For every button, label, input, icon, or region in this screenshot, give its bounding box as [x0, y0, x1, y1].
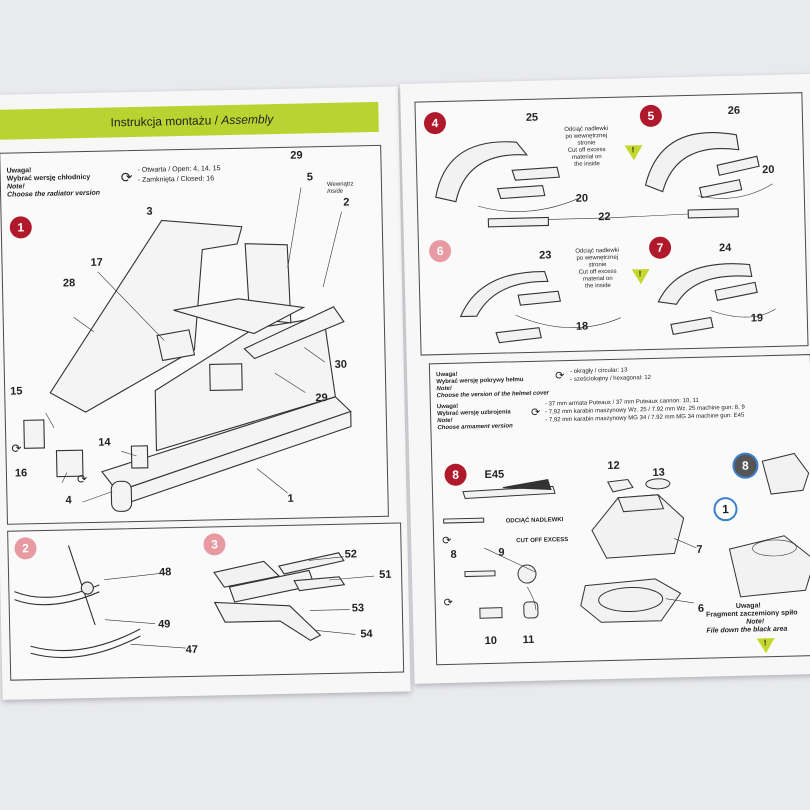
label-25: 25: [525, 111, 539, 124]
rotate-icon-3: ⟳: [76, 472, 88, 487]
cut-note-a-en3: the inside: [574, 161, 600, 168]
cut-pl: ODCIĄĆ NADLEWKI: [505, 517, 564, 525]
label-10: 10: [484, 634, 498, 648]
label-24: 24: [718, 241, 732, 255]
label-23: 23: [539, 249, 552, 262]
label-54: 54: [360, 628, 373, 641]
label-52: 52: [344, 548, 358, 561]
cut-en: CUT OFF EXCESS: [516, 537, 569, 545]
label-20-left: 20: [575, 192, 589, 205]
cut-note-b: Odciąć nadlewki po wewnętrznej stronie C…: [567, 248, 628, 291]
label-48: 48: [158, 566, 172, 579]
label-20-right: 20: [762, 163, 775, 177]
turret-diagram: [443, 452, 810, 623]
label-17: 17: [90, 256, 103, 269]
label-2: 2: [343, 196, 350, 209]
right-page: 4 5 6 7: [400, 73, 810, 684]
label-7: 7: [696, 543, 703, 556]
label-1: 1: [287, 492, 294, 505]
label-29-top: 29: [290, 149, 303, 162]
rotate-icon-8b: ⟳: [443, 596, 454, 610]
label-19: 19: [750, 312, 764, 325]
label-4: 4: [65, 494, 72, 507]
label-47: 47: [185, 643, 199, 657]
cut-note-a: Odciąć nadlewki po wewnętrznej stronie C…: [556, 126, 617, 169]
label-28: 28: [62, 277, 76, 290]
rotate-icon-2: ⟳: [11, 441, 22, 456]
label-30: 30: [334, 358, 348, 371]
label-13: 13: [652, 466, 665, 479]
label-51: 51: [379, 568, 392, 581]
label-49: 49: [158, 618, 171, 631]
label-29-mid: 29: [315, 391, 328, 405]
label-53: 53: [351, 602, 365, 615]
warning-mark: !: [631, 145, 635, 155]
label-22: 22: [598, 210, 611, 224]
fenders-diagram: [435, 131, 776, 344]
step-2-3-panel: 2: [7, 522, 405, 681]
steps-4-7-panel: 4 5 6 7: [414, 92, 809, 356]
label-3: 3: [146, 205, 153, 218]
label-9: 9: [498, 546, 505, 559]
label-26: 26: [727, 104, 741, 117]
label-12: 12: [607, 459, 620, 473]
label-5: 5: [306, 171, 314, 184]
warning-mark-3: !: [763, 638, 767, 648]
warning-mark-2: !: [638, 269, 642, 279]
label-16: 16: [14, 467, 28, 480]
banner-title-en: Assembly: [221, 112, 274, 128]
rotate-icon-8a: ⟳: [442, 534, 452, 548]
step-1-panel: Uwaga! Wybrać wersję chłodnicy Note! Cho…: [0, 144, 389, 525]
label-6: 6: [697, 602, 705, 615]
inside-en: Inside: [327, 188, 344, 195]
assembly-banner: Instrukcja montażu / Assembly: [0, 101, 379, 140]
label-18: 18: [575, 320, 589, 333]
step-8-panel: Uwaga! Wybrać wersję pokrywy hełmu Note!…: [428, 354, 810, 666]
cut-note-b-en3: the inside: [585, 282, 611, 290]
label-8: 8: [450, 548, 457, 561]
label-15: 15: [10, 385, 23, 398]
label-11: 11: [522, 633, 535, 647]
banner-title-pl: Instrukcja montażu /: [110, 113, 222, 130]
label-14: 14: [98, 436, 111, 449]
hull-diagram: [23, 187, 352, 512]
suspension-diagram: [14, 545, 375, 659]
left-page: Instrukcja montażu / Assembly Uwaga! Wyb…: [0, 86, 411, 700]
